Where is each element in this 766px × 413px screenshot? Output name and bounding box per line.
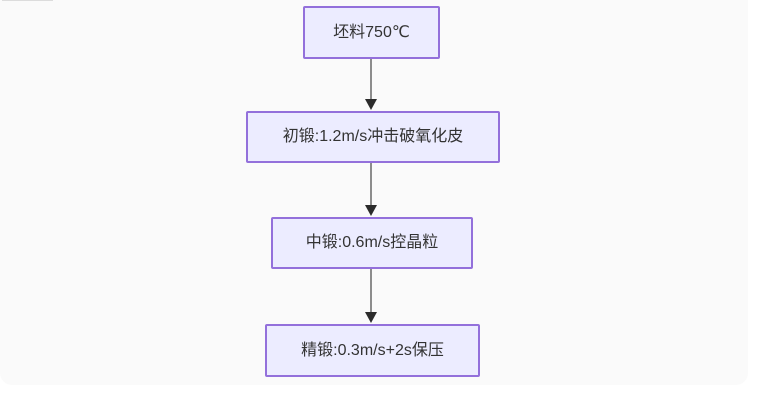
- diagram-canvas: 坯料750℃ 初锻:1.2m/s冲击破氧化皮 中锻:0.6m/s控晶粒 精锻:0…: [2, 0, 500, 377]
- flow-node-middle-forging: 中锻:0.6m/s控晶粒: [271, 217, 473, 269]
- arrow-down-icon: [365, 312, 377, 323]
- flow-node-initial-forging: 初锻:1.2m/s冲击破氧化皮: [246, 111, 500, 163]
- arrow-down-icon: [365, 99, 377, 110]
- flow-edge: [364, 59, 378, 110]
- flow-node-label: 中锻:0.6m/s控晶粒: [305, 234, 439, 251]
- arrow-line: [370, 269, 372, 312]
- arrow-line: [370, 163, 372, 205]
- flow-node-finish-forging: 精锻:0.3m/s+2s保压: [265, 324, 480, 377]
- flow-node-label: 初锻:1.2m/s冲击破氧化皮: [282, 128, 464, 145]
- flow-node-label: 精锻:0.3m/s+2s保压: [301, 341, 444, 359]
- arrow-down-icon: [365, 205, 377, 216]
- top-edge-artifact-line: [2, 0, 53, 1]
- flow-edge: [364, 163, 378, 216]
- flow-edge: [364, 269, 378, 323]
- arrow-line: [370, 59, 372, 99]
- flow-node-label: 坯料750℃: [333, 23, 410, 41]
- flow-node-billet: 坯料750℃: [303, 6, 440, 59]
